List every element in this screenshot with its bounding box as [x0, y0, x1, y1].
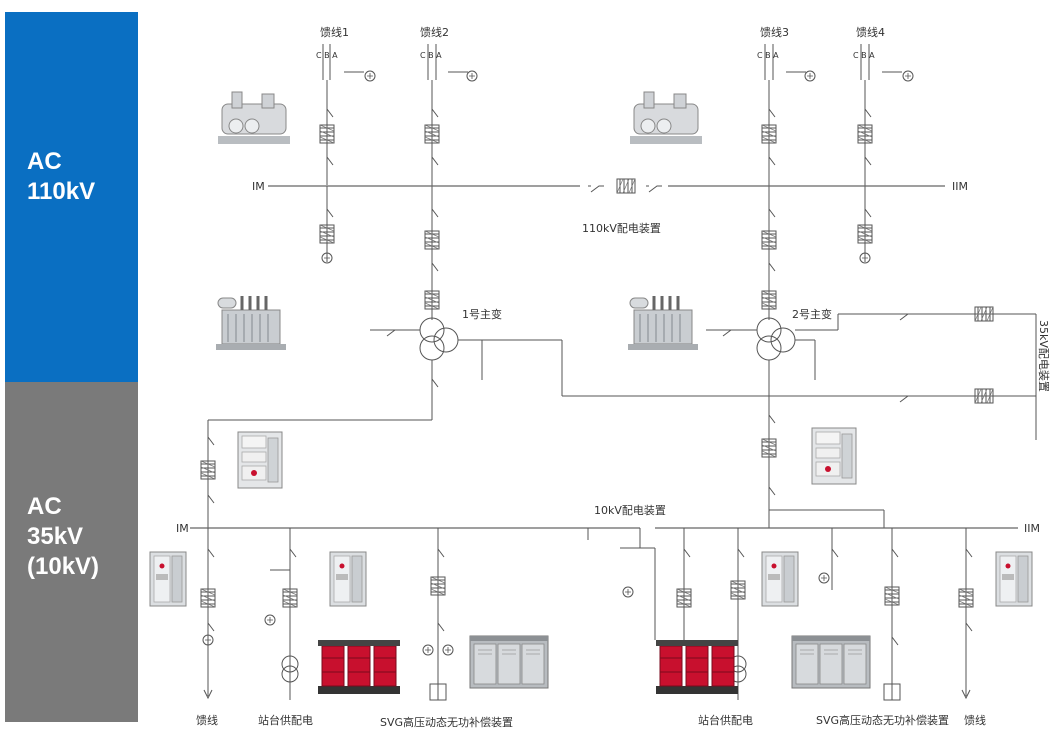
main-transformer-1-icon	[214, 294, 288, 352]
svg-panel-icon-left	[469, 635, 549, 689]
voltage-band-ac110: AC 110kV	[5, 12, 138, 382]
phase-label-1: C B A	[316, 51, 338, 60]
bottom-label-station-right: 站台供配电	[698, 713, 753, 727]
transformer-2-label: 2号主变	[792, 307, 832, 321]
switchgear-cabinet-icon-left	[237, 431, 283, 489]
transformer-1-label: 1号主变	[462, 307, 502, 321]
branch-feeder-right	[958, 528, 974, 700]
branch-right-mid	[620, 528, 656, 640]
bottom-label-feeder-right: 馈线	[964, 713, 986, 727]
phase-label-3: C B A	[757, 51, 779, 60]
bottom-label-feeder-left: 馈线	[196, 713, 218, 727]
bus-110-right-label: IIM	[952, 180, 968, 193]
branch-svg-left	[422, 528, 454, 701]
bus-10kv-title: 10kV配电装置	[594, 504, 666, 517]
feeder-110-label-4: 馈线4	[856, 25, 885, 39]
main-transformer-2	[706, 314, 839, 396]
bus-110-title: 110kV配电装置	[582, 222, 661, 235]
band-ac35-line1: AC	[27, 493, 62, 520]
feeder-110-4	[857, 44, 914, 264]
branch-station-right	[676, 528, 747, 700]
bottom-label-station-left: 站台供配电	[258, 713, 313, 727]
phase-label-2: C B A	[420, 51, 442, 60]
switchgear-cabinet-icon-right	[811, 427, 857, 485]
dry-transformer-icon-right	[655, 639, 739, 695]
bus-10kv	[190, 527, 1018, 540]
bus-110	[268, 178, 945, 194]
feeder-110-2	[424, 44, 478, 320]
svg-panel-icon-right	[791, 635, 871, 689]
label-35kv-switchgear: 35kV配电装置	[1037, 320, 1050, 392]
main-transformer-1	[370, 317, 562, 420]
band-ac35-line3: (10kV)	[27, 553, 100, 580]
mv-cabinet-icon-3	[761, 551, 799, 607]
feeder-110-label-2: 馈线2	[420, 25, 449, 39]
transformer-to-10kv	[200, 396, 885, 528]
branch-station-left	[264, 528, 299, 700]
mv-cabinet-icon-4	[995, 551, 1033, 607]
band-ac110-line1: AC	[27, 148, 62, 175]
mv-cabinet-icon-2	[329, 551, 367, 607]
band-ac35-line2: 35kV	[27, 523, 84, 550]
branch-feeder-left	[200, 528, 216, 700]
phase-label-4: C B A	[853, 51, 875, 60]
branch-right-cap	[818, 528, 839, 590]
dry-transformer-icon-left	[317, 639, 401, 695]
feeder-35kv	[561, 306, 1037, 440]
bottom-label-svg-left: SVG高压动态无功补偿装置	[380, 715, 513, 729]
bus-10kv-right-label: IIM	[1024, 522, 1040, 535]
branch-svg-right	[883, 528, 901, 701]
main-transformer-2-icon	[626, 294, 700, 352]
bottom-label-svg-right: SVG高压动态无功补偿装置	[816, 713, 949, 727]
voltage-band-ac35: AC 35kV (10kV)	[5, 382, 138, 722]
bus-10kv-left-label: IM	[176, 522, 189, 535]
feeder-110-1	[319, 44, 376, 264]
bus-110-left-label: IM	[252, 180, 265, 193]
mv-cabinet-icon-1	[149, 551, 187, 607]
feeder-110-label-3: 馈线3	[760, 25, 789, 39]
band-ac110-line2: 110kV	[27, 178, 96, 205]
gis-switchgear-icon-right	[629, 91, 703, 145]
gis-switchgear-icon-left	[217, 91, 291, 145]
feeder-110-3	[761, 44, 816, 320]
feeder-110-label-1: 馈线1	[320, 25, 349, 39]
